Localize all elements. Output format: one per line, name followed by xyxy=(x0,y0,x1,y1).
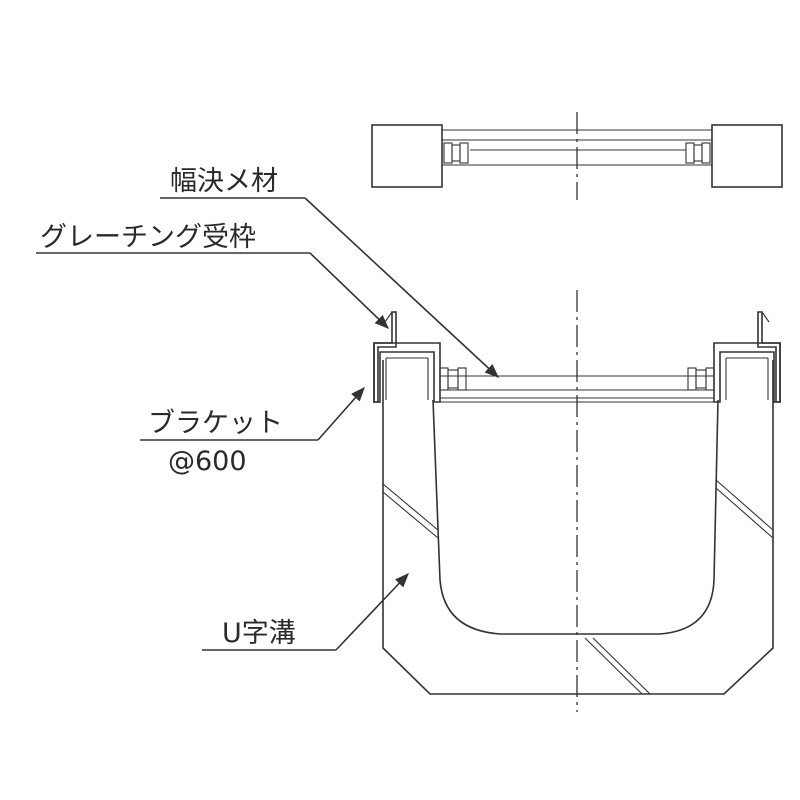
right-grating-frame xyxy=(713,342,781,403)
left-grating-frame xyxy=(373,342,441,403)
leader-grating-frame xyxy=(309,252,390,329)
label-width-spacer: 幅決メ材 xyxy=(160,166,500,378)
label-grating-frame-text: グレーチング受枠 xyxy=(40,222,256,253)
u-ditch-inner xyxy=(432,399,719,635)
label-u-ditch: U字溝 xyxy=(202,572,409,651)
leader-width-spacer xyxy=(304,197,500,378)
label-bracket-pitch-text: @600 xyxy=(168,446,247,477)
label-bracket-text: ブラケット xyxy=(148,408,283,439)
label-grating-frame: グレーチング受枠 xyxy=(36,222,390,329)
plan-view xyxy=(371,112,783,200)
section-left-bolt-icon xyxy=(439,367,467,391)
section-right-bolt-icon xyxy=(687,367,715,391)
label-u-ditch-text: U字溝 xyxy=(222,618,296,649)
plan-right-block xyxy=(711,124,783,188)
plan-left-block xyxy=(371,124,443,188)
right-bracket xyxy=(757,311,781,403)
leader-u-ditch xyxy=(335,572,409,651)
label-width-spacer-text: 幅決メ材 xyxy=(170,166,278,197)
plan-right-bolt-icon xyxy=(685,142,711,164)
leader-bracket xyxy=(317,386,365,441)
plan-left-bolt-icon xyxy=(443,142,469,164)
section-view xyxy=(373,290,781,712)
u-ditch-hatch xyxy=(382,479,774,695)
label-bracket: ブラケット @600 xyxy=(140,386,365,477)
